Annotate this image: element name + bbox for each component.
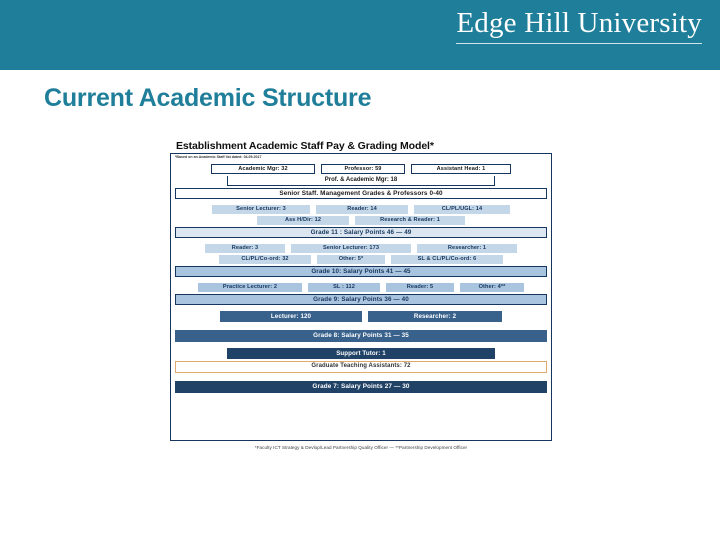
box-cl-pl-coord-g10: CL/PL/Co-ord: 32 xyxy=(219,255,311,264)
box-academic-mgr: Academic Mgr: 32 xyxy=(211,164,315,174)
box-prof-academic-mgr: Prof. & Academic Mgr: 18 xyxy=(227,176,495,186)
grade10-row-2: CL/PL/Co-ord: 32 Other: 5* SL & CL/PL/Co… xyxy=(175,255,547,264)
grade11-row-1: Senior Lecturer: 3 Reader: 14 CL/PL/UGL:… xyxy=(175,205,547,214)
box-cl-pl-ugl-g11: CL/PL/UGL: 14 xyxy=(414,205,510,214)
grade8-row-1: Lecturer: 120 Researcher: 2 xyxy=(175,311,547,322)
band-grade-11: Grade 11 : Salary Points 46 — 49 xyxy=(175,227,547,238)
box-researcher-g10: Researcher: 1 xyxy=(417,244,517,253)
band-grade-9: Grade 9: Salary Points 36 — 40 xyxy=(175,294,547,305)
band-grade-7: Grade 7: Salary Points 27 — 30 xyxy=(175,381,547,393)
senior-staff-band-row: Senior Staff. Management Grades & Profes… xyxy=(175,188,547,199)
diagram-frame: *Based on an Academic Staff list dated: … xyxy=(170,153,552,441)
box-other-g10: Other: 5* xyxy=(317,255,385,264)
grade11-row-2: Ass H/Dir: 12 Research & Reader: 1 xyxy=(175,216,547,225)
box-reader-g11: Reader: 14 xyxy=(316,205,408,214)
box-practice-lecturer-g9: Practice Lecturer: 2 xyxy=(198,283,302,292)
box-reader-g9: Reader: 5 xyxy=(386,283,454,292)
box-researcher-g8: Researcher: 2 xyxy=(368,311,502,322)
box-professor: Professor: 59 xyxy=(321,164,405,174)
grade9-row-1: Practice Lecturer: 2 SL : 112 Reader: 5 … xyxy=(175,283,547,292)
box-graduate-teaching-assistants: Graduate Teaching Assistants: 72 xyxy=(175,361,547,373)
box-ass-h-dir-g11: Ass H/Dir: 12 xyxy=(257,216,349,225)
box-senior-lecturer-g10: Senior Lecturer: 173 xyxy=(291,244,411,253)
header-band: Edge Hill University xyxy=(0,0,720,70)
university-logo: Edge Hill University xyxy=(456,7,702,45)
band-grade-10: Grade 10: Salary Points 41 — 45 xyxy=(175,266,547,277)
box-support-tutor: Support Tutor: 1 xyxy=(227,348,495,359)
grade10-band-row: Grade 10: Salary Points 41 — 45 xyxy=(175,266,547,277)
grade7-band-row: Grade 7: Salary Points 27 — 30 xyxy=(175,381,547,393)
grade9-band-row: Grade 9: Salary Points 36 — 40 xyxy=(175,294,547,305)
box-other-g9: Other: 4** xyxy=(460,283,524,292)
grade11-band-row: Grade 11 : Salary Points 46 — 49 xyxy=(175,227,547,238)
diagram-source-note: *Based on an Academic Staff list dated: … xyxy=(175,155,262,160)
box-lecturer-g8: Lecturer: 120 xyxy=(220,311,362,322)
senior-tier-connector-row: Prof. & Academic Mgr: 18 xyxy=(175,176,547,186)
band-grade-8: Grade 8: Salary Points 31 — 35 xyxy=(175,330,547,342)
senior-tier-row: Academic Mgr: 32 Professor: 59 Assistant… xyxy=(175,164,547,174)
grade10-row-1: Reader: 3 Senior Lecturer: 173 Researche… xyxy=(175,244,547,253)
box-reader-g10: Reader: 3 xyxy=(205,244,285,253)
box-sl-cl-pl-coord-g10: SL & CL/PL/Co-ord: 6 xyxy=(391,255,503,264)
grade8-band-row: Grade 8: Salary Points 31 — 35 xyxy=(175,330,547,342)
box-sl-g9: SL : 112 xyxy=(308,283,380,292)
diagram-footnote: *Faculty ICT Strategy & Devlop/Lead Part… xyxy=(254,445,468,450)
box-senior-lecturer-g11: Senior Lecturer: 3 xyxy=(212,205,310,214)
box-research-reader-g11: Research & Reader: 1 xyxy=(355,216,465,225)
brand-name: Edge Hill University xyxy=(456,7,702,39)
brand-underline xyxy=(456,42,702,45)
box-assistant-head: Assistant Head: 1 xyxy=(411,164,511,174)
diagram-title: Establishment Academic Staff Pay & Gradi… xyxy=(176,140,434,152)
grade7-gta-row: Graduate Teaching Assistants: 72 xyxy=(175,361,547,373)
academic-structure-diagram: Establishment Academic Staff Pay & Gradi… xyxy=(170,140,552,465)
band-senior-staff: Senior Staff. Management Grades & Profes… xyxy=(175,188,547,199)
page-title: Current Academic Structure xyxy=(44,84,372,112)
grade7-support-tutor-row: Support Tutor: 1 xyxy=(175,348,547,359)
